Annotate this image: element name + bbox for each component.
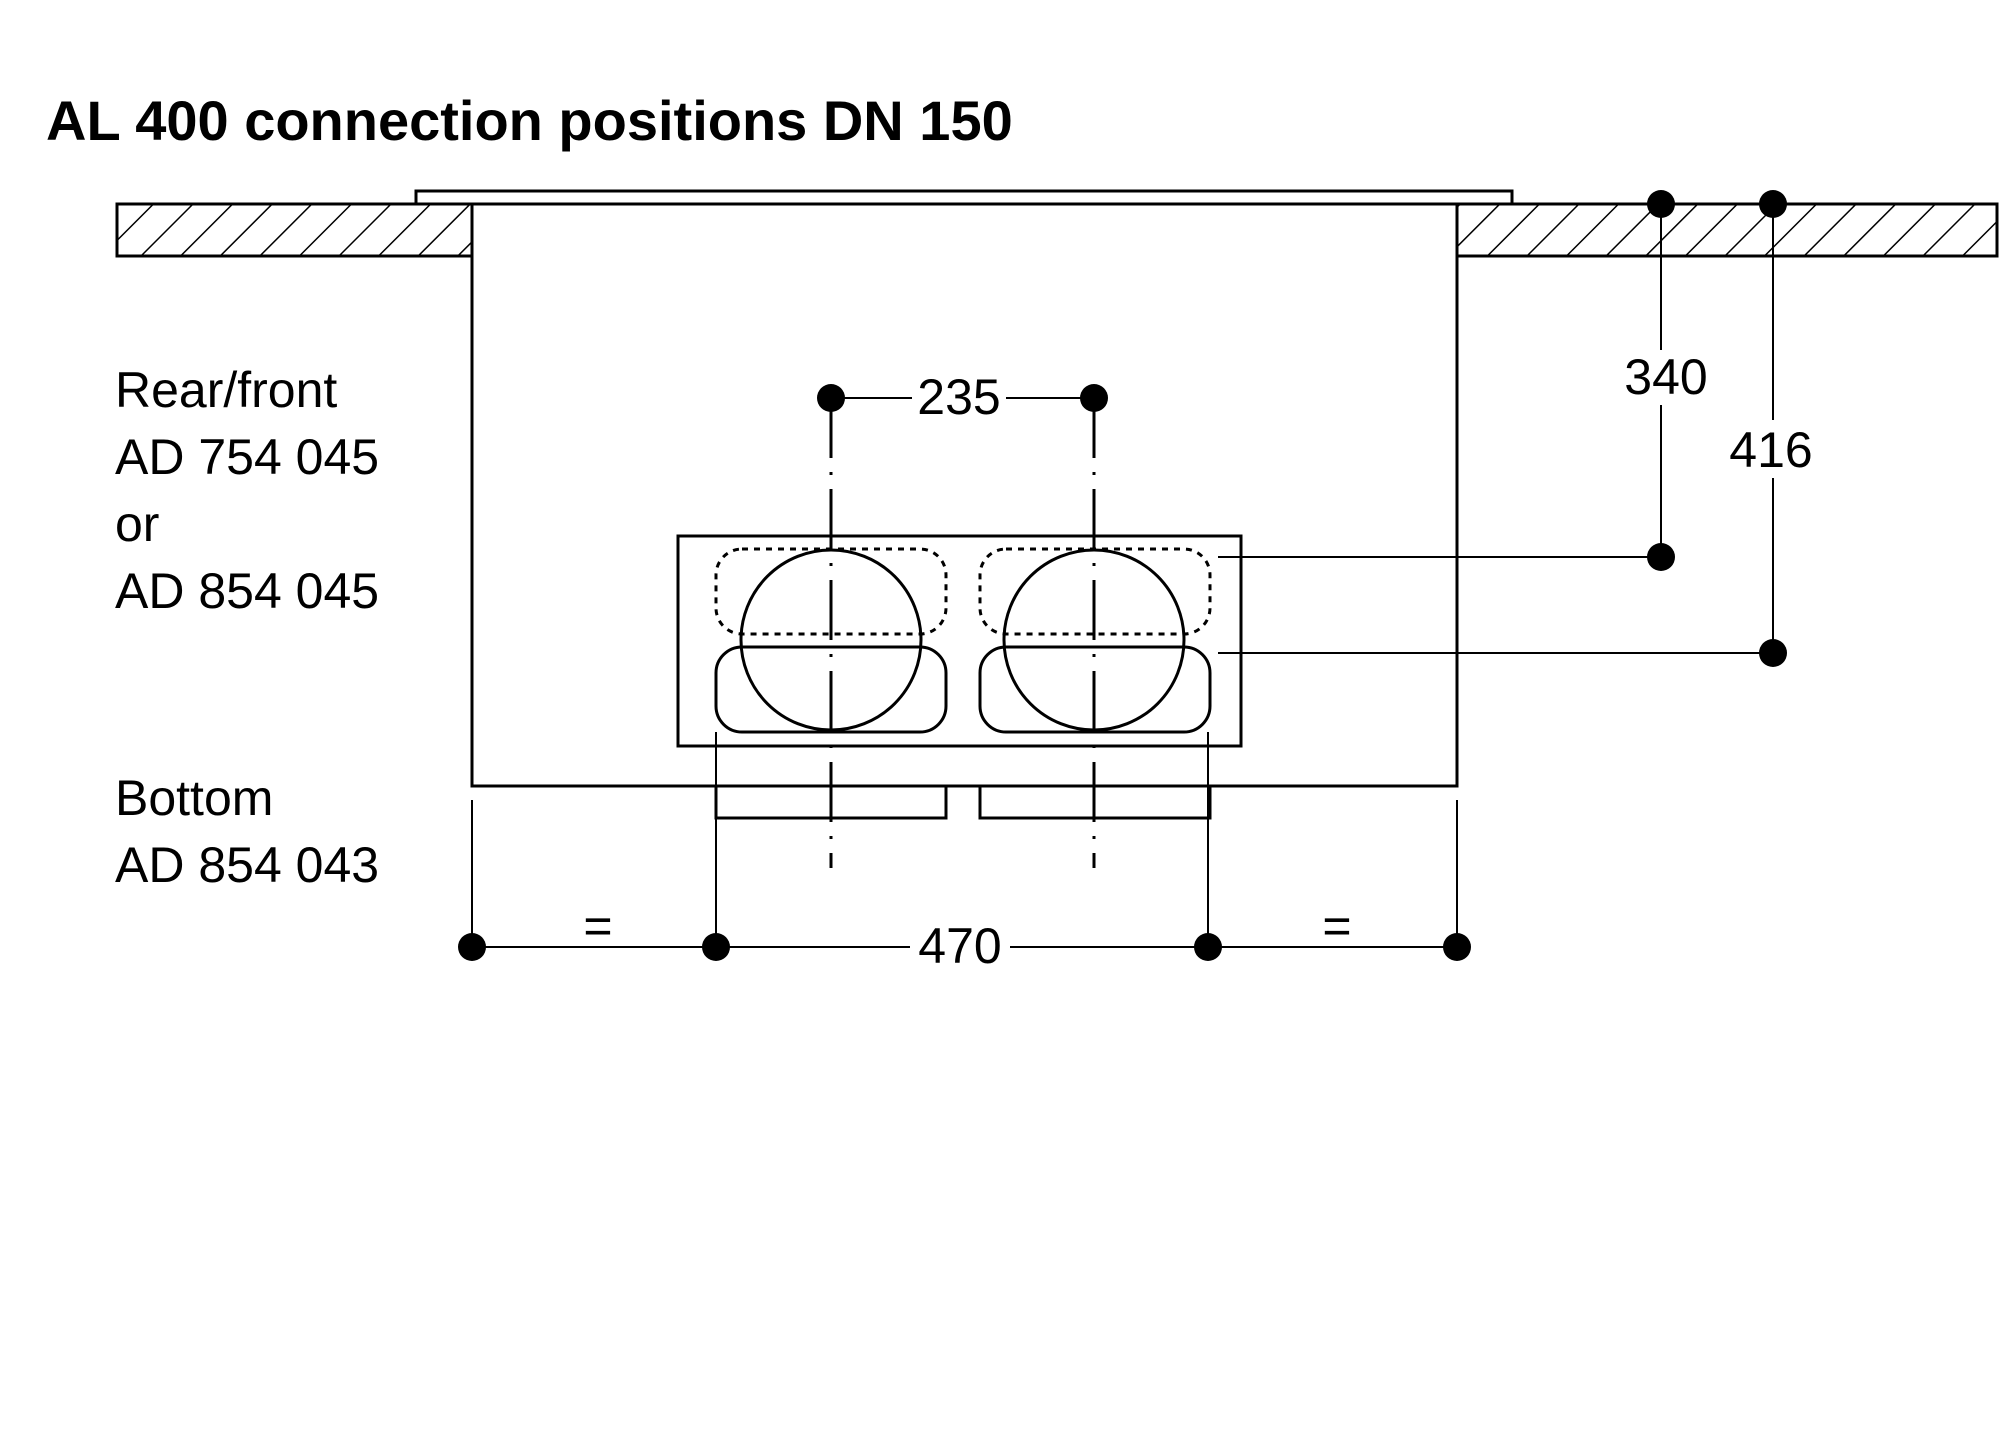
dimension-spacing-label: 235	[917, 369, 1000, 425]
ceiling-slab-right	[1455, 202, 1999, 258]
dimension-height-upper: 340	[1218, 190, 1708, 571]
dimension-equal-left: =	[583, 898, 612, 954]
appliance-top-plate	[414, 189, 1514, 206]
dimension-height-lower: 416	[1218, 190, 1813, 667]
connection-module	[676, 534, 1243, 748]
rear-front-label-group: Rear/front AD 754 045 or AD 854 045	[115, 362, 379, 619]
dimension-width-label: 470	[918, 918, 1001, 974]
dimension-spacing: 235	[817, 369, 1108, 425]
rear-front-label: Rear/front	[115, 362, 337, 418]
dimension-height-upper-label: 340	[1624, 349, 1707, 405]
bottom-label: Bottom	[115, 770, 273, 826]
bottom-part: AD 854 043	[115, 837, 379, 893]
dimension-equal-right: =	[1322, 898, 1351, 954]
diagram-title: AL 400 connection positions DN 150	[46, 89, 1013, 152]
bottom-label-group: Bottom AD 854 043	[115, 770, 379, 893]
appliance-body	[470, 202, 1459, 788]
rear-front-part-1: AD 754 045	[115, 429, 379, 485]
dimension-width: 470 = =	[458, 732, 1471, 974]
rear-front-or: or	[115, 496, 159, 552]
dimension-height-lower-label: 416	[1729, 422, 1812, 478]
rear-front-part-2: AD 854 045	[115, 563, 379, 619]
ceiling-slab-left	[115, 202, 474, 258]
